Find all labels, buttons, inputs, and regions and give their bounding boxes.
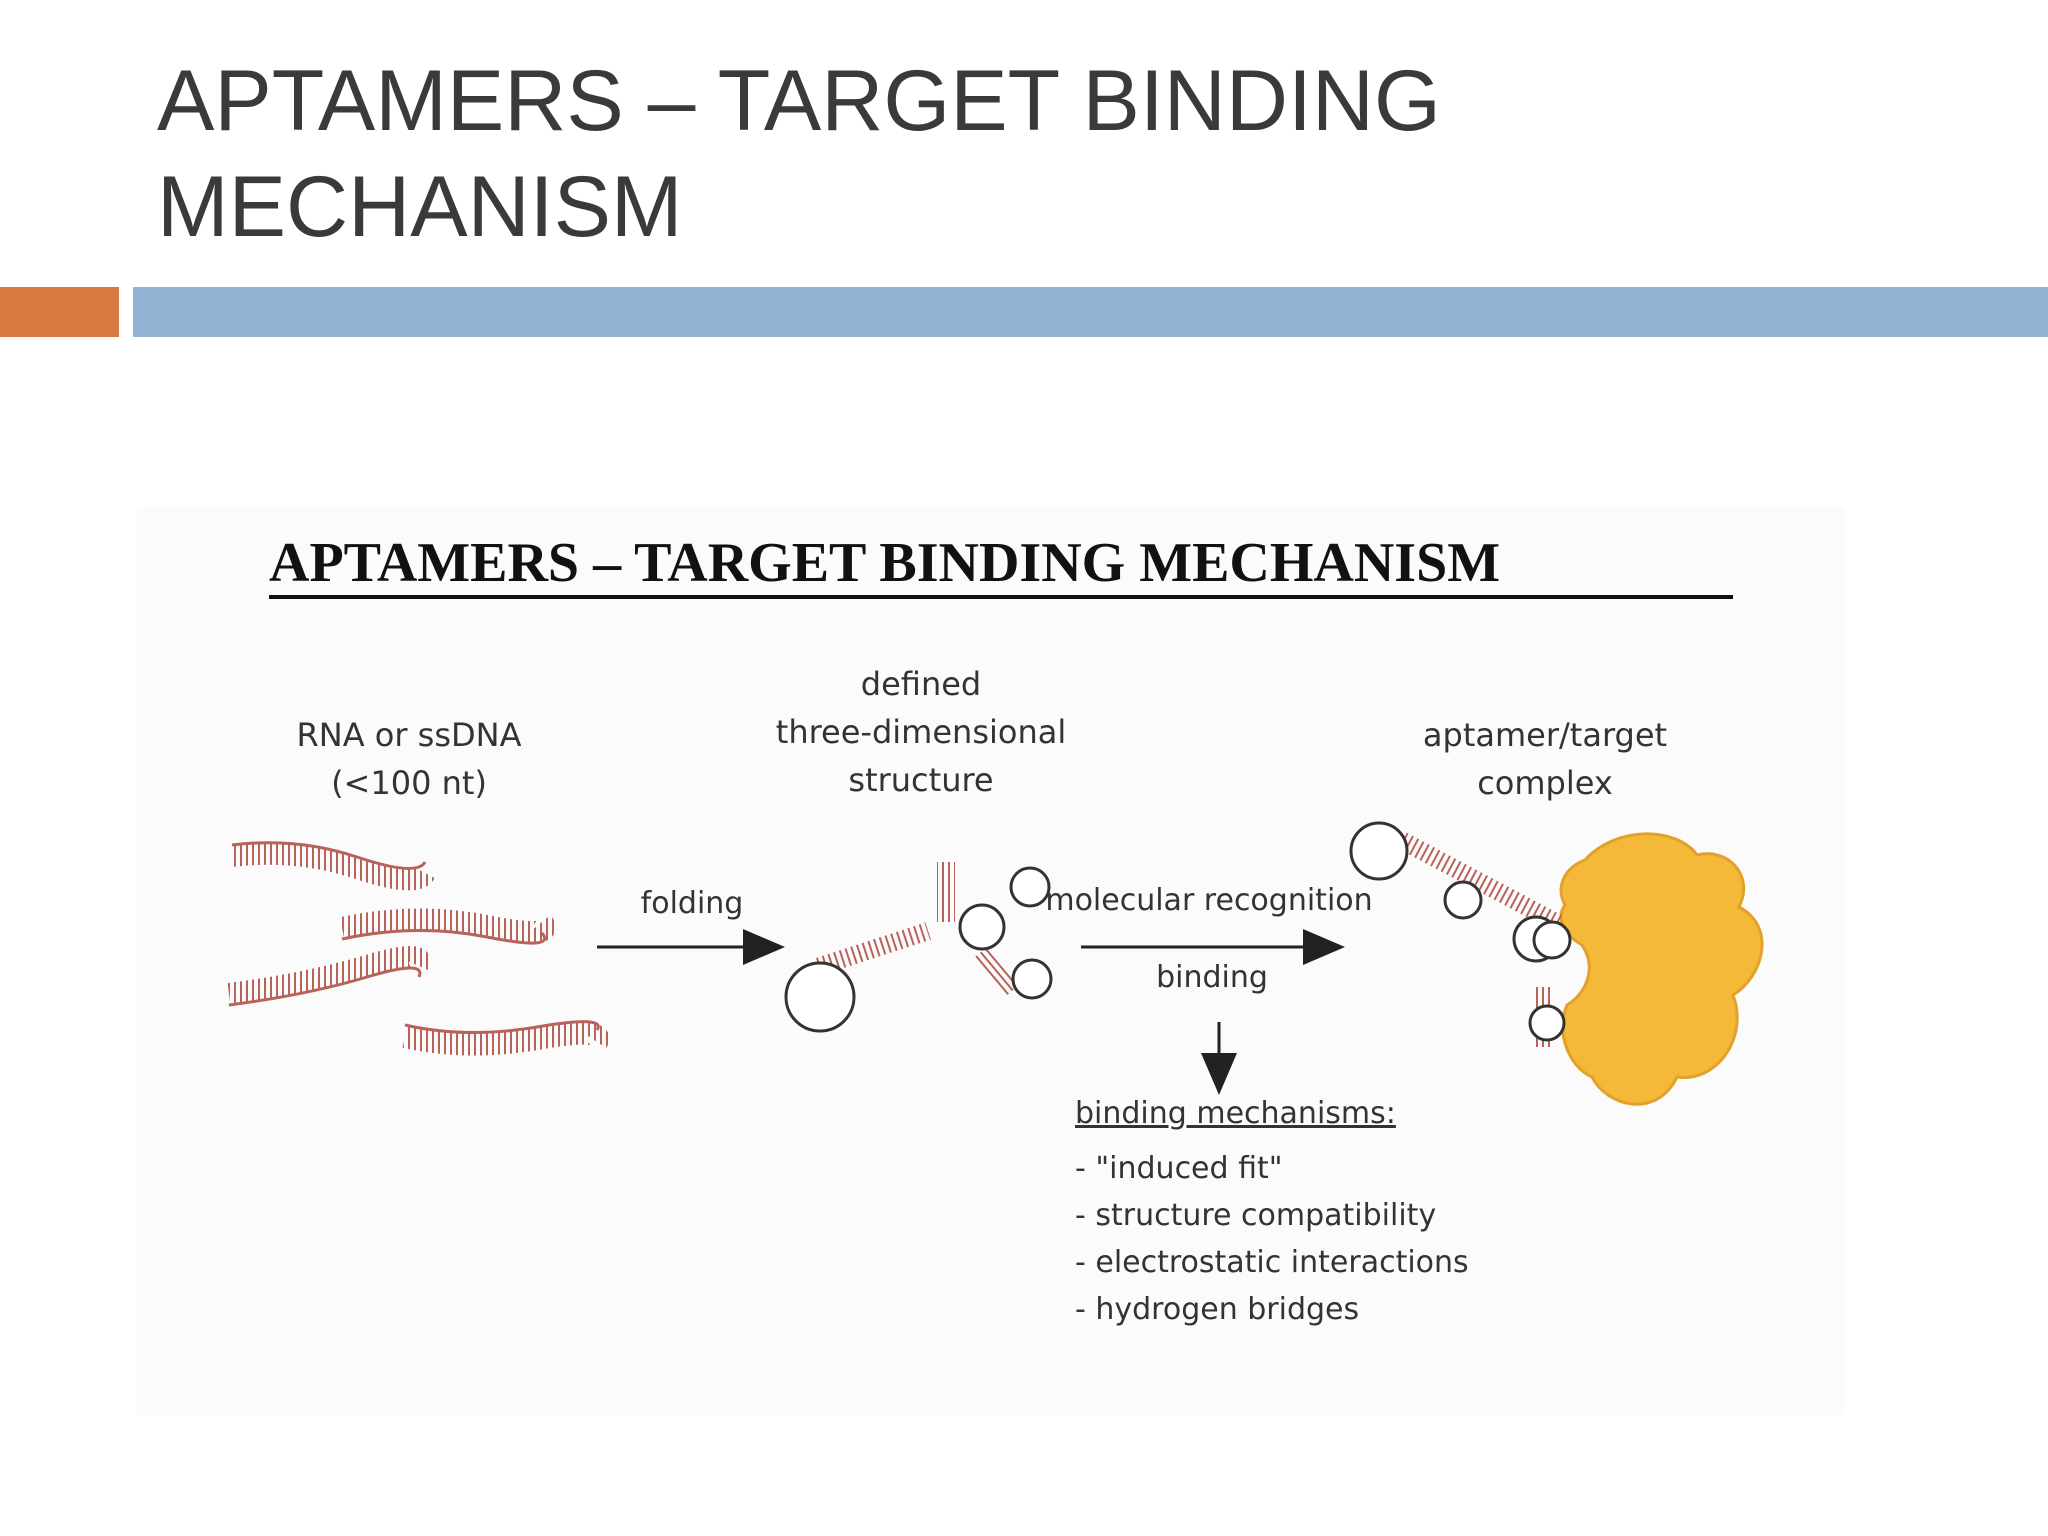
slide-title-line-2: MECHANISM xyxy=(157,159,683,255)
strand-4 xyxy=(402,1020,610,1056)
strand-1 xyxy=(230,841,435,891)
slide-title-line-1: APTAMERS – TARGET BINDING xyxy=(157,53,1441,149)
arrow-folding-label: folding xyxy=(641,886,744,921)
strand-3 xyxy=(227,946,431,1007)
strand-2 xyxy=(339,908,556,945)
label-complex-line-2: complex xyxy=(1477,764,1613,802)
arrow-binding-label: binding xyxy=(1156,960,1268,995)
label-structure-line-1: defined xyxy=(861,665,981,703)
mechanisms-heading: binding mechanisms: xyxy=(1075,1096,1396,1131)
mechanism-item: - hydrogen bridges xyxy=(1075,1292,1359,1327)
accent-bar-orange xyxy=(0,287,119,337)
accent-bar-blue xyxy=(133,287,2048,337)
arrow-recognition-label: molecular recognition xyxy=(1045,883,1372,918)
target-molecule xyxy=(1559,832,1764,1106)
mechanism-item: - structure compatibility xyxy=(1075,1198,1436,1233)
figure-title: APTAMERS – TARGET BINDING MECHANISM xyxy=(269,532,1500,594)
aptamer-mechanism-figure: APTAMERS – TARGET BINDING MECHANISM RNA … xyxy=(137,507,1845,1415)
mechanism-item: - "induced fit" xyxy=(1075,1151,1283,1186)
label-structure-line-2: three-dimensional xyxy=(776,713,1066,751)
label-rna-line-2: (<100 nt) xyxy=(331,764,487,802)
label-complex-line-1: aptamer/target xyxy=(1423,716,1667,754)
label-rna-line-1: RNA or ssDNA xyxy=(297,716,522,754)
label-structure-line-3: structure xyxy=(848,761,993,799)
figure-svg: APTAMERS – TARGET BINDING MECHANISM RNA … xyxy=(227,532,1764,1327)
folded-aptamer xyxy=(784,862,1053,1033)
single-strands xyxy=(227,841,610,1056)
mechanism-item: - electrostatic interactions xyxy=(1075,1245,1469,1280)
slide-title: APTAMERS – TARGET BINDING MECHANISM xyxy=(157,48,1857,260)
bound-aptamer xyxy=(1349,821,1572,1047)
